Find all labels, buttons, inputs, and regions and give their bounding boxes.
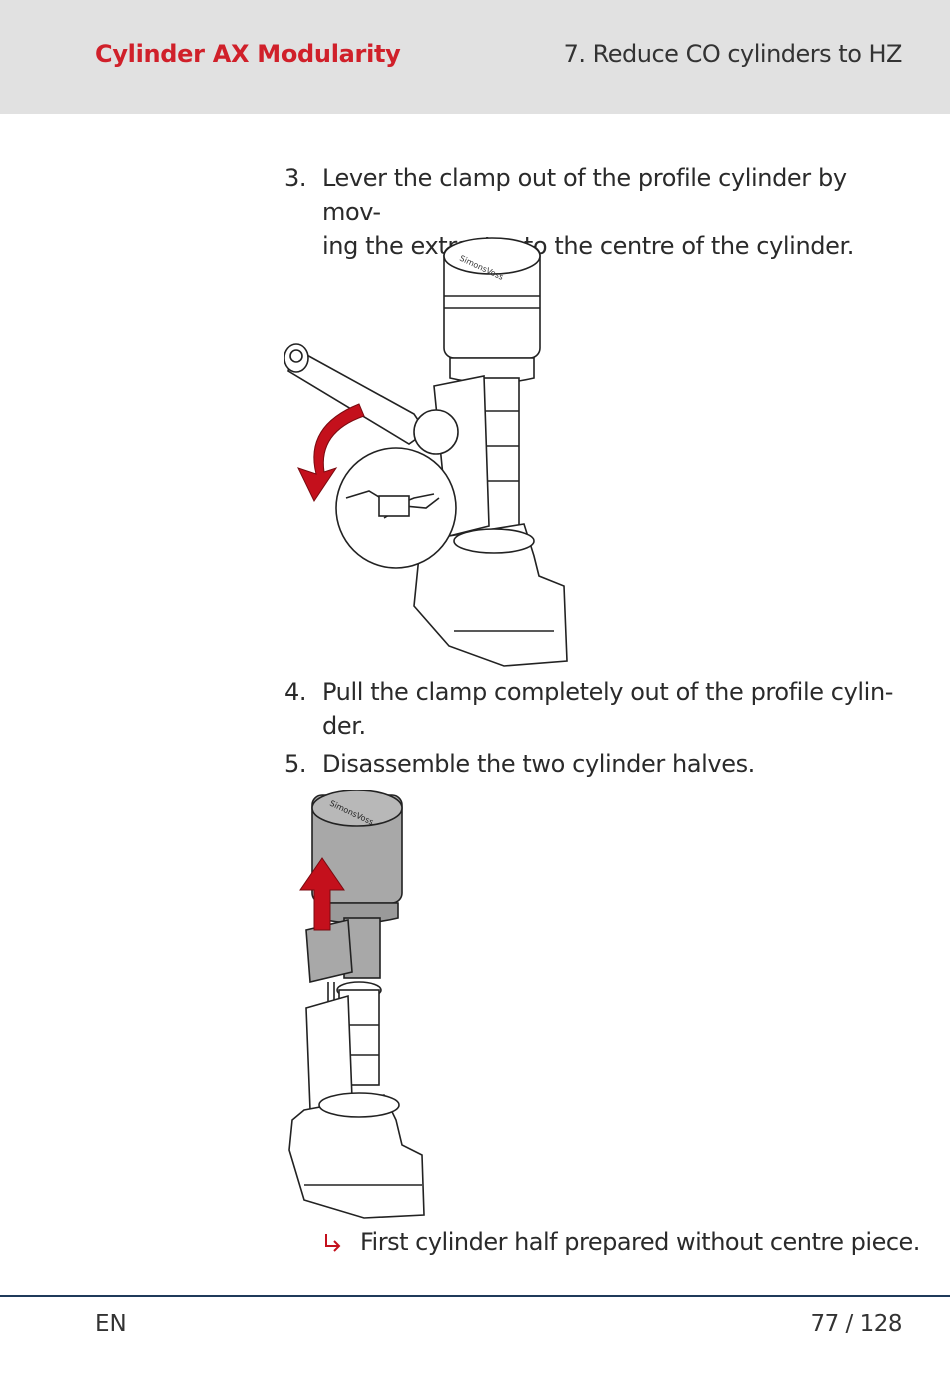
document-title: Cylinder AX Modularity — [95, 40, 401, 68]
step-4: 4. Pull the clamp completely out of the … — [284, 675, 904, 743]
figure-lever-clamp: SimonsVoss — [284, 237, 568, 667]
step-number: 5. — [284, 750, 307, 778]
figure-disassemble-halves: SimonsVoss — [288, 790, 425, 1219]
step-number: 4. — [284, 678, 307, 706]
step-text-line: Pull the clamp completely out of the pro… — [322, 678, 894, 706]
footer-page-number: 77 / 128 — [810, 1311, 902, 1337]
result-line: First cylinder half prepared without cen… — [322, 1228, 920, 1256]
step-number: 3. — [284, 164, 307, 192]
red-curved-arrow-icon — [297, 403, 365, 503]
footer-divider — [0, 1295, 950, 1297]
result-text: First cylinder half prepared without cen… — [360, 1228, 920, 1256]
section-title: 7. Reduce CO cylinders to HZ — [563, 40, 903, 68]
step-5: 5. Disassemble the two cylinder halves. — [284, 747, 904, 781]
step-text-line: Lever the clamp out of the profile cylin… — [322, 164, 847, 226]
red-up-arrow-icon — [299, 857, 345, 931]
step-text-line: der. — [322, 712, 366, 740]
footer-language: EN — [95, 1311, 127, 1337]
step-text-line: Disassemble the two cylinder halves. — [322, 750, 755, 778]
step-text-line: ing the extractor to the centre of the c… — [322, 232, 854, 260]
page-header: Cylinder AX Modularity 7. Reduce CO cyli… — [0, 0, 950, 114]
result-arrow-icon — [325, 1234, 341, 1252]
step-3: 3. Lever the clamp out of the profile cy… — [284, 161, 904, 263]
